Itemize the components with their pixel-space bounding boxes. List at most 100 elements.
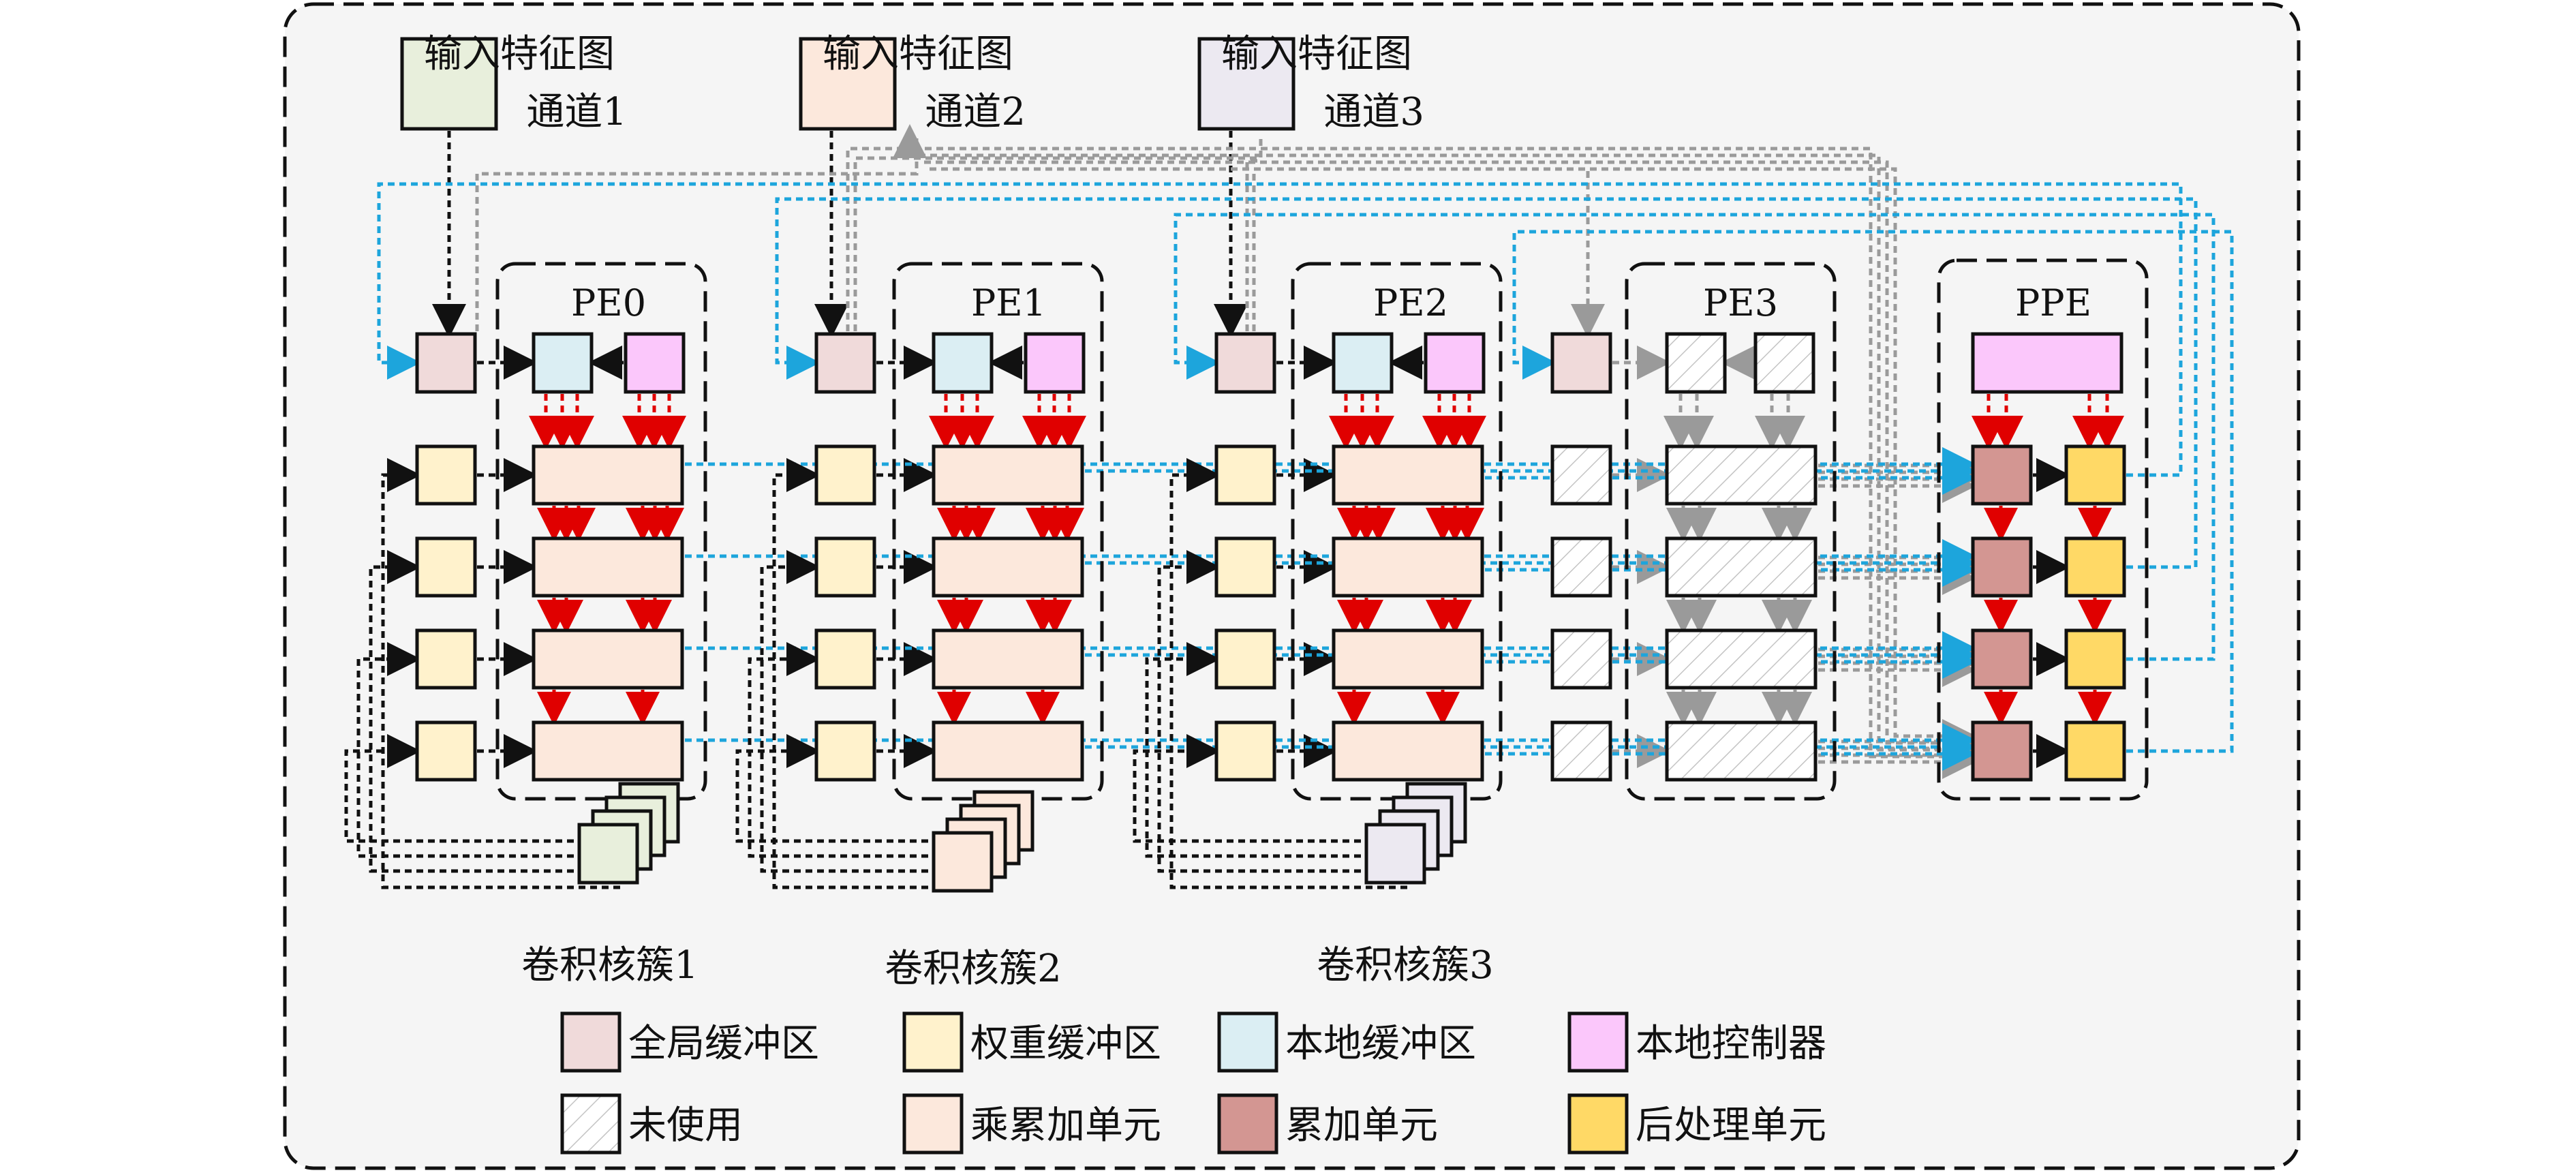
ppe-frame <box>1937 258 2149 801</box>
input-2-line2: 通道2 <box>925 90 1026 134</box>
cluster-1-label: 卷积核簇1 <box>521 943 699 988</box>
cluster1-to-weight-buffer-arrow <box>356 642 620 858</box>
legend-label-accumulator: 累加单元 <box>1285 1103 1438 1148</box>
legend-label-local-buffer: 本地缓冲区 <box>1285 1022 1476 1066</box>
ppe-post-processing <box>2064 628 2126 690</box>
legend-label-mac-unit: 乘累加单元 <box>970 1103 1161 1148</box>
legend-swatch-unused <box>560 1093 622 1155</box>
cluster-3-kernel <box>1364 823 1426 885</box>
pe3-unused-weight-buffer <box>1550 444 1612 506</box>
gray-route-arrow <box>846 124 927 331</box>
gray-broadcast-arrow <box>924 160 1976 760</box>
legend-swatch-mac <box>902 1093 964 1155</box>
pe2-mac-unit <box>1332 444 1484 506</box>
pe2-mac-unit <box>1332 720 1484 782</box>
pe0-mac-unit <box>532 444 684 506</box>
input-channel-3-square <box>1197 37 1295 131</box>
ppe-accumulator <box>1971 720 2033 782</box>
pe1-weight-buffer <box>814 444 876 506</box>
pe3-title: PE3 <box>1703 281 1778 324</box>
legend-swatch-local <box>1217 1011 1278 1073</box>
pe2-mac-unit <box>1332 628 1484 690</box>
pe3-unused-mac-unit <box>1665 720 1818 782</box>
input-channel-1-square <box>400 37 498 131</box>
pe0-weight-buffer <box>415 536 477 598</box>
ppe-post-processing <box>2064 720 2126 782</box>
pe2-title: PE2 <box>1373 281 1448 324</box>
input-1-line1: 输入特征图 <box>424 32 615 76</box>
cluster3-to-weight-buffer-arrow <box>1169 458 1407 889</box>
cluster3-to-weight-buffer-arrow <box>1157 550 1407 873</box>
pe0-global-buffer <box>415 332 477 394</box>
cluster2-to-weight-buffer-arrow <box>772 458 975 889</box>
blue-feedback-to-pe0-arrow <box>377 182 2183 477</box>
input-channel-2-square <box>799 37 897 131</box>
pe0-weight-buffer <box>415 720 477 782</box>
cluster-1-kernel <box>577 823 639 885</box>
pe3-unused-weight-buffer <box>1550 628 1612 690</box>
pe0-mac-unit <box>532 720 684 782</box>
legend-label-global-buffer: 全局缓冲区 <box>628 1022 819 1066</box>
legend-swatch-post <box>1567 1093 1629 1155</box>
gray-route <box>1245 159 1261 331</box>
pe2-weight-buffer <box>1214 444 1276 506</box>
pe1-title: PE1 <box>971 281 1046 324</box>
pe3-global-buffer <box>1550 332 1612 394</box>
pe1-local-controller <box>1024 332 1086 394</box>
pe2-weight-buffer <box>1214 720 1276 782</box>
pe3-unused-weight-buffer <box>1550 720 1612 782</box>
pe0-frame <box>495 262 707 801</box>
pe3-unused-weight-buffer <box>1550 536 1612 598</box>
legend-label-weight-buffer: 权重缓冲区 <box>970 1022 1161 1066</box>
pe3-unused-mac-unit <box>1665 628 1818 690</box>
pe0-mac-unit <box>532 628 684 690</box>
pe1-global-buffer <box>814 332 876 394</box>
pe2-weight-buffer <box>1214 628 1276 690</box>
cluster2-to-weight-buffer-arrow <box>748 642 975 858</box>
arrow-layer <box>344 124 2234 889</box>
pe3-unused-controller <box>1753 332 1815 394</box>
pe0-local-controller <box>624 332 686 394</box>
pe3-unused-mac-unit <box>1665 536 1818 598</box>
pe2-global-buffer <box>1214 332 1276 394</box>
input-1-line2: 通道1 <box>526 90 627 134</box>
pe3-unused-local-buffer <box>1665 332 1727 394</box>
cluster1-to-weight-buffer-arrow <box>344 734 620 843</box>
blue-feedback-to-pe2-arrow <box>1174 213 2215 661</box>
pe1-mac-unit <box>932 720 1084 782</box>
pe1-mac-unit <box>932 536 1084 598</box>
ppe-accumulator <box>1971 536 2033 598</box>
ppe-post-processing <box>2064 536 2126 598</box>
gray-broadcast-arrow <box>913 147 1976 774</box>
legend-swatch-ctrl <box>1567 1011 1629 1073</box>
pe0-mac-unit <box>532 536 684 598</box>
cluster-2-kernel <box>932 831 994 893</box>
pe0-title: PE0 <box>571 281 646 324</box>
pe3-unused-mac-unit <box>1665 444 1818 506</box>
legend-label-local-controller: 本地控制器 <box>1636 1022 1826 1066</box>
ppe-accumulator <box>1971 444 2033 506</box>
pe1-weight-buffer <box>814 720 876 782</box>
pe1-weight-buffer <box>814 536 876 598</box>
pe2-local-controller <box>1424 332 1486 394</box>
pe1-mac-unit <box>932 444 1084 506</box>
legend-swatch-weight <box>902 1011 964 1073</box>
pe0-weight-buffer <box>415 444 477 506</box>
ppe-post-processing <box>2064 444 2126 506</box>
legend-label-unused: 未使用 <box>628 1103 743 1148</box>
pe0-local-buffer <box>532 332 594 394</box>
gray-broadcast-arrow <box>930 167 1976 753</box>
pe1-local-buffer <box>932 332 994 394</box>
input-3-line2: 通道3 <box>1323 90 1424 134</box>
input-2-line1: 输入特征图 <box>823 32 1013 76</box>
pe3-frame <box>1625 262 1837 801</box>
pe1-weight-buffer <box>814 628 876 690</box>
gray-route <box>853 136 1263 331</box>
pe0-weight-buffer <box>415 628 477 690</box>
cluster2-to-weight-buffer-arrow <box>760 550 975 873</box>
ppe-title: PPE <box>2015 281 2091 324</box>
blue-feedback-to-pe1-arrow <box>775 197 2198 569</box>
legend-swatch-global <box>560 1011 622 1073</box>
cluster-3-label: 卷积核簇3 <box>1317 943 1494 988</box>
cluster1-to-weight-buffer-arrow <box>381 458 620 889</box>
